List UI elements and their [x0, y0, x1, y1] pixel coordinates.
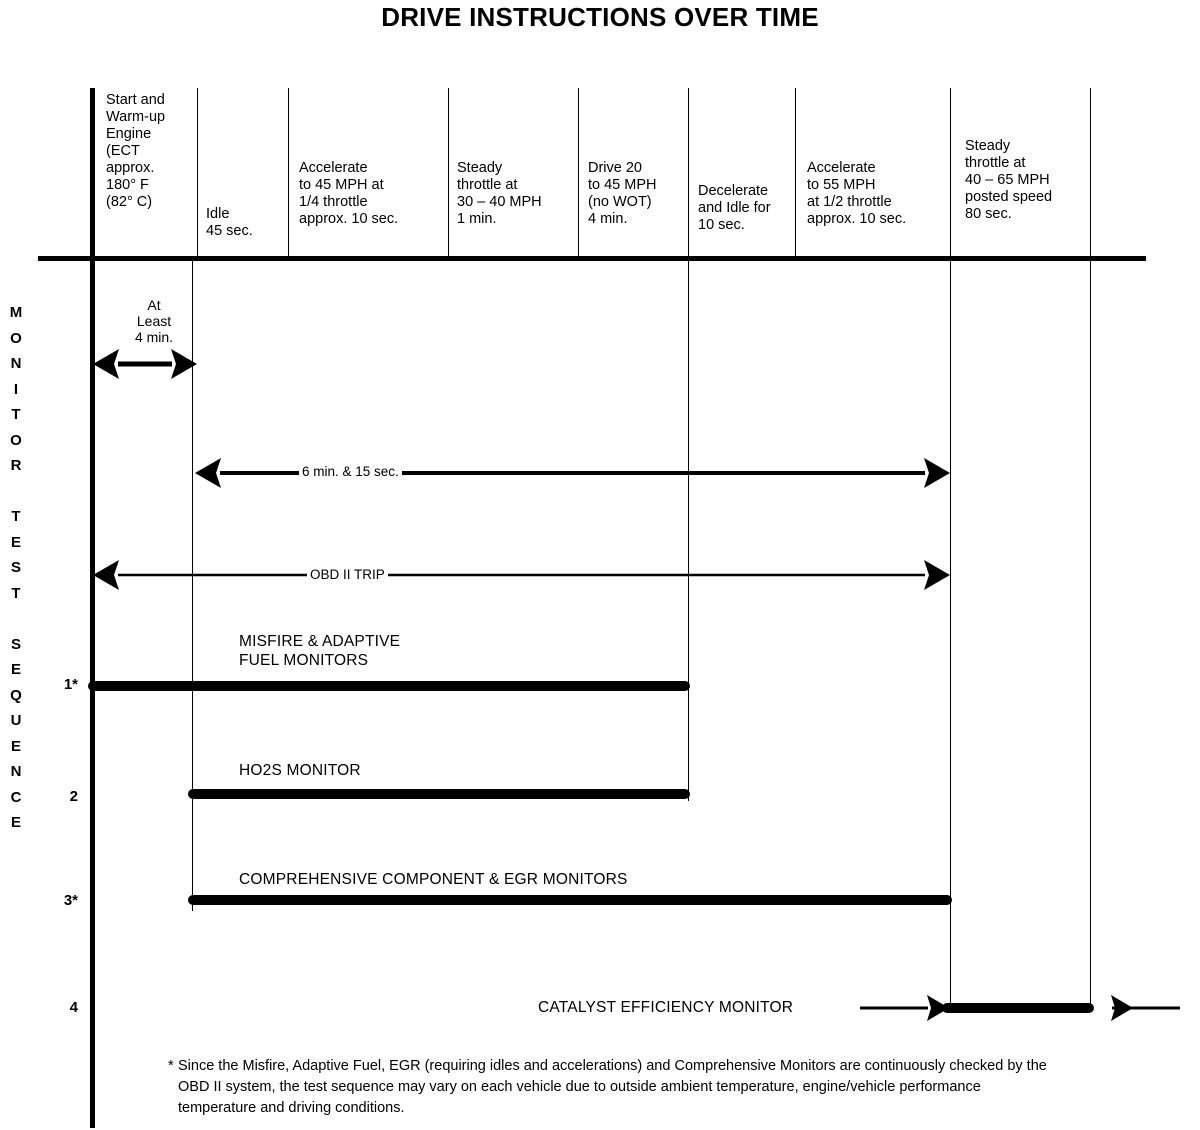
footnote: *Since the Misfire, Adaptive Fuel, EGR (…: [168, 1056, 1048, 1119]
vertical-axis-label-char: N: [10, 355, 22, 372]
footnote-marker: *: [168, 1058, 174, 1074]
monitor-bar-comprehensive-egr: [188, 895, 952, 905]
monitor-label-comprehensive-egr: COMPREHENSIVE COMPONENT & EGR MONITORS: [239, 871, 628, 888]
monitor-label-ho2s: HO2S MONITOR: [239, 762, 361, 779]
grid-line-3: [950, 261, 951, 1011]
dimension-label-obd-ii-trip: OBD II TRIP: [307, 567, 388, 582]
phase-header-drive-20-45: Drive 20 to 45 MPH (no WOT) 4 min.: [588, 160, 657, 227]
phase-header-steady-40-65: Steady throttle at 40 – 65 MPH posted sp…: [965, 138, 1053, 222]
header-divider-4: [578, 88, 579, 259]
sequence-number-4: 4: [69, 999, 78, 1016]
vertical-axis-label-char: E: [10, 533, 21, 551]
vertical-axis-label-char: O: [10, 329, 22, 347]
header-divider-7: [950, 88, 951, 259]
main-vertical-axis: [90, 88, 95, 1128]
grid-line-1: [192, 261, 193, 911]
sequence-number-3: 3*: [63, 892, 78, 909]
dimension-label-6min-15sec: 6 min. & 15 sec.: [299, 464, 402, 479]
dimension-label-at-least-4-min: At Least 4 min.: [118, 297, 190, 345]
vertical-axis-label-char: M: [9, 304, 23, 321]
vertical-axis-label-char: N: [10, 763, 22, 780]
vertical-axis-label-char: T: [11, 508, 21, 525]
grid-line-4: [1090, 261, 1091, 1011]
vertical-axis-label-char: O: [10, 431, 22, 449]
vertical-axis-label-char: Q: [10, 686, 22, 704]
grid-line-2: [688, 261, 689, 801]
monitor-bar-misfire-adaptive-fuel: [88, 681, 690, 691]
header-baseline: [38, 256, 1146, 261]
header-divider-8: [1090, 88, 1091, 259]
header-divider-5: [688, 88, 689, 259]
vertical-axis-label-char: C: [10, 788, 22, 806]
phase-header-steady-30-40: Steady throttle at 30 – 40 MPH 1 min.: [457, 160, 542, 227]
monitor-bar-catalyst-efficiency: [942, 1003, 1094, 1013]
sequence-number-1: 1*: [63, 676, 78, 693]
phase-header-accelerate-55: Accelerate to 55 MPH at 1/2 throttle app…: [807, 160, 907, 227]
header-divider-6: [795, 88, 796, 259]
vertical-axis-label-char: T: [11, 406, 21, 423]
header-divider-1: [197, 88, 198, 259]
monitor-bar-ho2s: [188, 789, 690, 799]
page-title: DRIVE INSTRUCTIONS OVER TIME: [381, 2, 819, 32]
vertical-axis-label-char: R: [10, 457, 22, 474]
monitor-label-misfire-adaptive-fuel: MISFIRE & ADAPTIVE FUEL MONITORS: [239, 633, 401, 669]
phase-header-idle: Idle 45 sec.: [206, 206, 253, 239]
monitor-label-catalyst-efficiency: CATALYST EFFICIENCY MONITOR: [538, 999, 794, 1016]
vertical-axis-label-char: E: [10, 661, 21, 678]
vertical-axis-label-char: U: [10, 712, 22, 729]
header-divider-3: [448, 88, 449, 259]
vertical-axis-label-char: S: [10, 559, 21, 576]
vertical-axis-label-char: T: [11, 584, 21, 602]
footnote-text: Since the Misfire, Adaptive Fuel, EGR (r…: [178, 1058, 1047, 1116]
header-divider-2: [288, 88, 289, 259]
sequence-number-2: 2: [69, 788, 78, 805]
phase-header-decelerate: Decelerate and Idle for 10 sec.: [698, 183, 771, 233]
phase-header-accelerate-45: Accelerate to 45 MPH at 1/4 throttle app…: [299, 160, 399, 227]
vertical-axis-label-char: I: [13, 380, 19, 398]
phase-header-start-warmup: Start and Warm-up Engine (ECT approx. 18…: [106, 92, 166, 210]
vertical-axis-label-char: E: [10, 814, 21, 831]
vertical-axis-label-char: E: [10, 737, 21, 755]
vertical-axis-label-char: S: [10, 635, 21, 653]
